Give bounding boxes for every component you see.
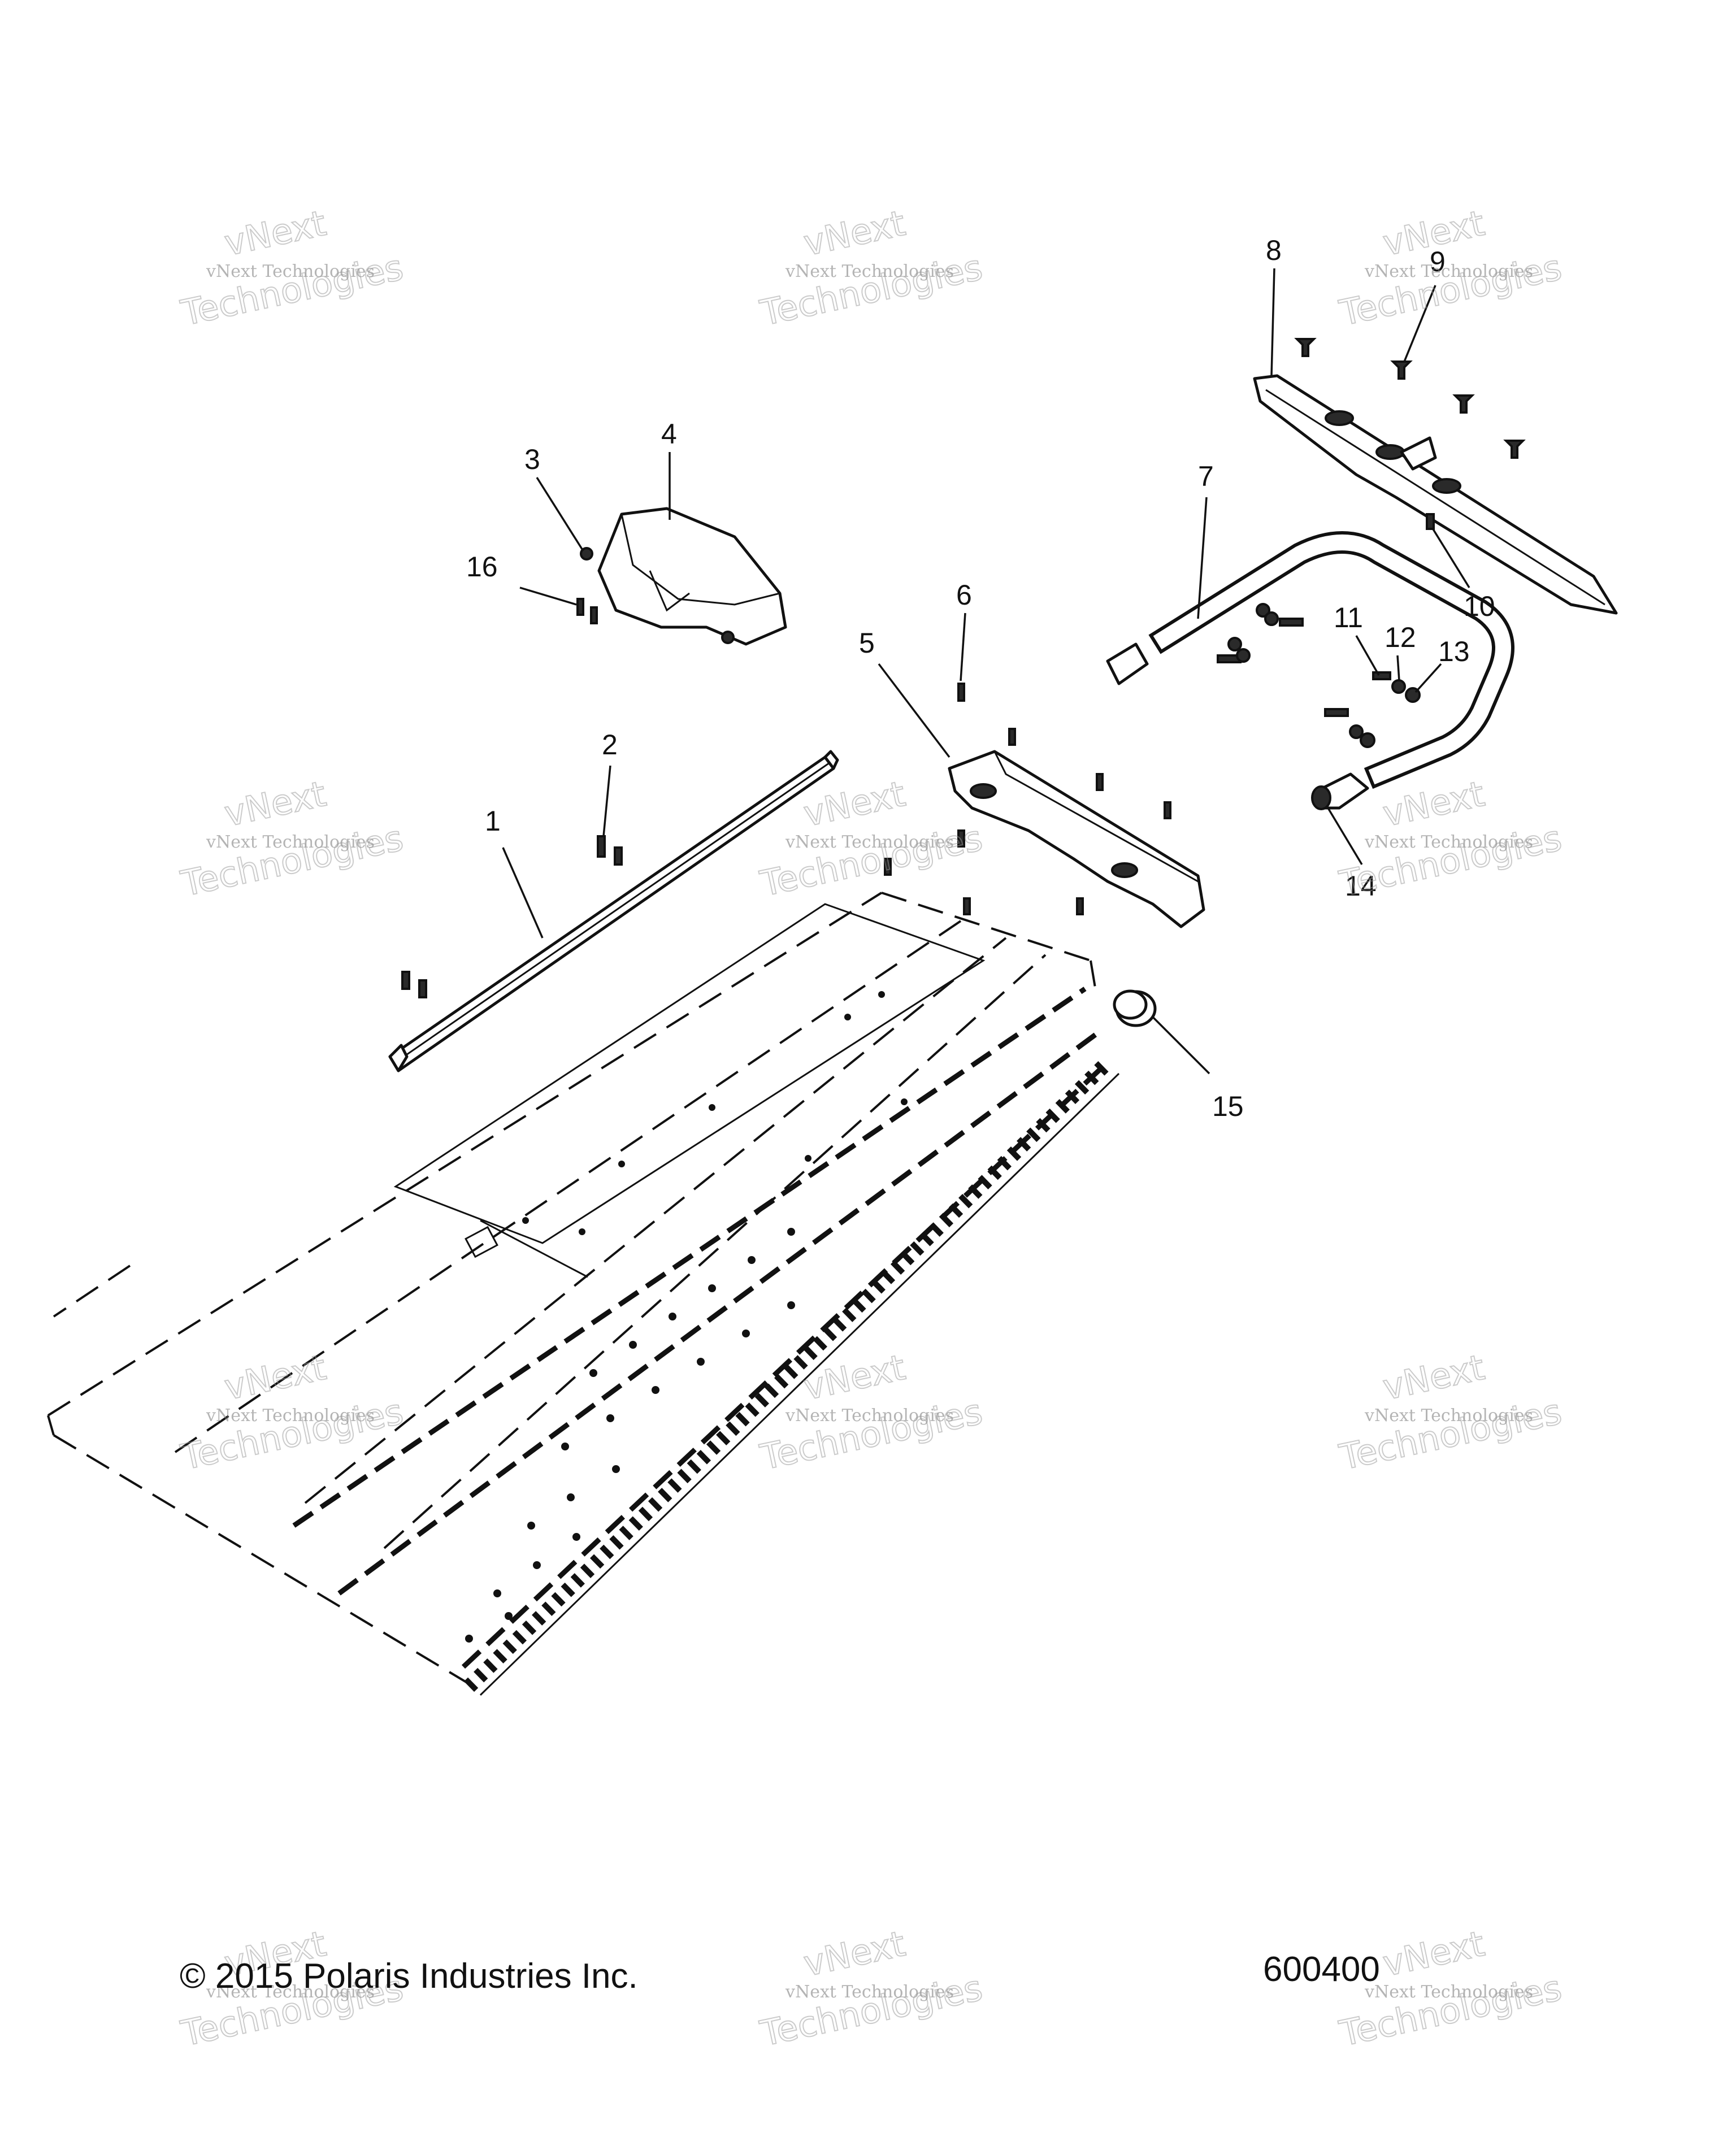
callout-1: 1 (485, 805, 501, 837)
svg-text:Technologies: Technologies (757, 1967, 986, 2054)
svg-text:vNext: vNext (221, 202, 329, 264)
callout-9: 9 (1430, 246, 1446, 277)
part-6-screws (884, 683, 1171, 915)
part-16-screws (576, 598, 598, 624)
svg-text:Technologies: Technologies (757, 246, 986, 333)
part-14-end-cap (1311, 772, 1369, 810)
part-2-bolts (401, 835, 623, 998)
callout-6: 6 (956, 579, 972, 611)
svg-text:vNext Technologies: vNext Technologies (206, 262, 375, 281)
svg-text:vNext Technologies: vNext Technologies (1364, 262, 1533, 281)
callout-4: 4 (661, 418, 677, 450)
part-13-nuts (1360, 687, 1421, 748)
callout-16: 16 (466, 551, 498, 583)
leader-lines (502, 268, 1470, 1075)
svg-text:vNext Technologies: vNext Technologies (206, 1982, 375, 2002)
svg-text:vNext: vNext (1379, 1346, 1488, 1408)
callout-11: 11 (1334, 602, 1363, 633)
part-9-rivets (1294, 338, 1526, 459)
svg-text:vNext: vNext (800, 1923, 909, 1984)
callout-numbers: 1 2 3 4 5 6 7 8 9 10 11 12 13 14 15 16 (466, 234, 1495, 1122)
svg-text:vNext Technologies: vNext Technologies (785, 832, 954, 852)
svg-text:vNext Technologies: vNext Technologies (785, 262, 954, 281)
svg-text:vNext: vNext (221, 773, 329, 835)
watermark: vNext vNext Technologies Technologies (756, 1922, 987, 2055)
callout-3: 3 (524, 444, 540, 475)
part-7-bumper (1106, 531, 1514, 789)
svg-text:vNext Technologies: vNext Technologies (785, 1982, 954, 2002)
svg-text:Technologies: Technologies (1336, 246, 1565, 333)
part-10-screw (1426, 513, 1435, 530)
part-11-bolts (1217, 618, 1391, 717)
watermark: vNext vNext Technologies Technologies (756, 202, 987, 335)
diagram-number: 600400 (1263, 1950, 1380, 1989)
callout-14: 14 (1345, 870, 1377, 902)
svg-text:vNext Technologies: vNext Technologies (1364, 1982, 1533, 2002)
svg-text:vNext Technologies: vNext Technologies (206, 1406, 375, 1426)
callout-10: 10 (1464, 590, 1495, 622)
svg-text:vNext: vNext (1379, 773, 1488, 835)
callout-15: 15 (1212, 1091, 1244, 1122)
svg-text:Technologies: Technologies (177, 246, 407, 333)
watermark: vNext vNext Technologies Technologies (177, 202, 407, 335)
part-12-washers (1227, 603, 1406, 739)
watermark: vNext vNext Technologies Technologies (1335, 202, 1566, 335)
callout-7: 7 (1198, 461, 1214, 492)
svg-text:vNext: vNext (1379, 1923, 1488, 1984)
watermark: vNext vNext Technologies Technologies (1335, 772, 1566, 905)
svg-text:Technologies: Technologies (757, 1391, 986, 1478)
svg-text:Technologies: Technologies (1336, 1391, 1565, 1478)
watermark: vNext vNext Technologies Technologies (756, 1346, 987, 1479)
tunnel-panel (47, 892, 1120, 1696)
svg-text:vNext Technologies: vNext Technologies (785, 1406, 954, 1426)
callout-8: 8 (1266, 234, 1282, 266)
callout-5: 5 (859, 627, 875, 659)
svg-text:vNext: vNext (221, 1346, 329, 1408)
part-3-nut (580, 547, 593, 561)
svg-text:Technologies: Technologies (1336, 817, 1565, 904)
part-1-rail (388, 750, 839, 1072)
part-8-rear-plate (1253, 374, 1618, 615)
watermark: vNext vNext Technologies Technologies (177, 1346, 407, 1479)
part-15-plug (1113, 989, 1157, 1027)
svg-text:vNext: vNext (800, 202, 909, 264)
callout-2: 2 (602, 729, 618, 761)
svg-text:vNext Technologies: vNext Technologies (1364, 1406, 1533, 1426)
svg-text:Technologies: Technologies (757, 817, 986, 904)
watermark: vNext vNext Technologies Technologies (177, 772, 407, 905)
part-4-console (597, 507, 787, 646)
callout-13: 13 (1438, 636, 1470, 667)
watermark: vNext vNext Technologies Technologies (1335, 1346, 1566, 1479)
svg-text:vNext Technologies: vNext Technologies (206, 832, 375, 852)
part-5-bracket (948, 750, 1205, 928)
svg-text:Technologies: Technologies (177, 817, 407, 904)
callout-12: 12 (1385, 622, 1416, 653)
copyright-text: © 2015 Polaris Industries Inc. (180, 1957, 638, 1996)
svg-text:vNext: vNext (800, 773, 909, 835)
svg-text:Technologies: Technologies (177, 1391, 407, 1478)
svg-text:vNext Technologies: vNext Technologies (1364, 832, 1533, 852)
watermarks: vNext vNext Technologies Technologies vN… (177, 202, 1566, 2055)
